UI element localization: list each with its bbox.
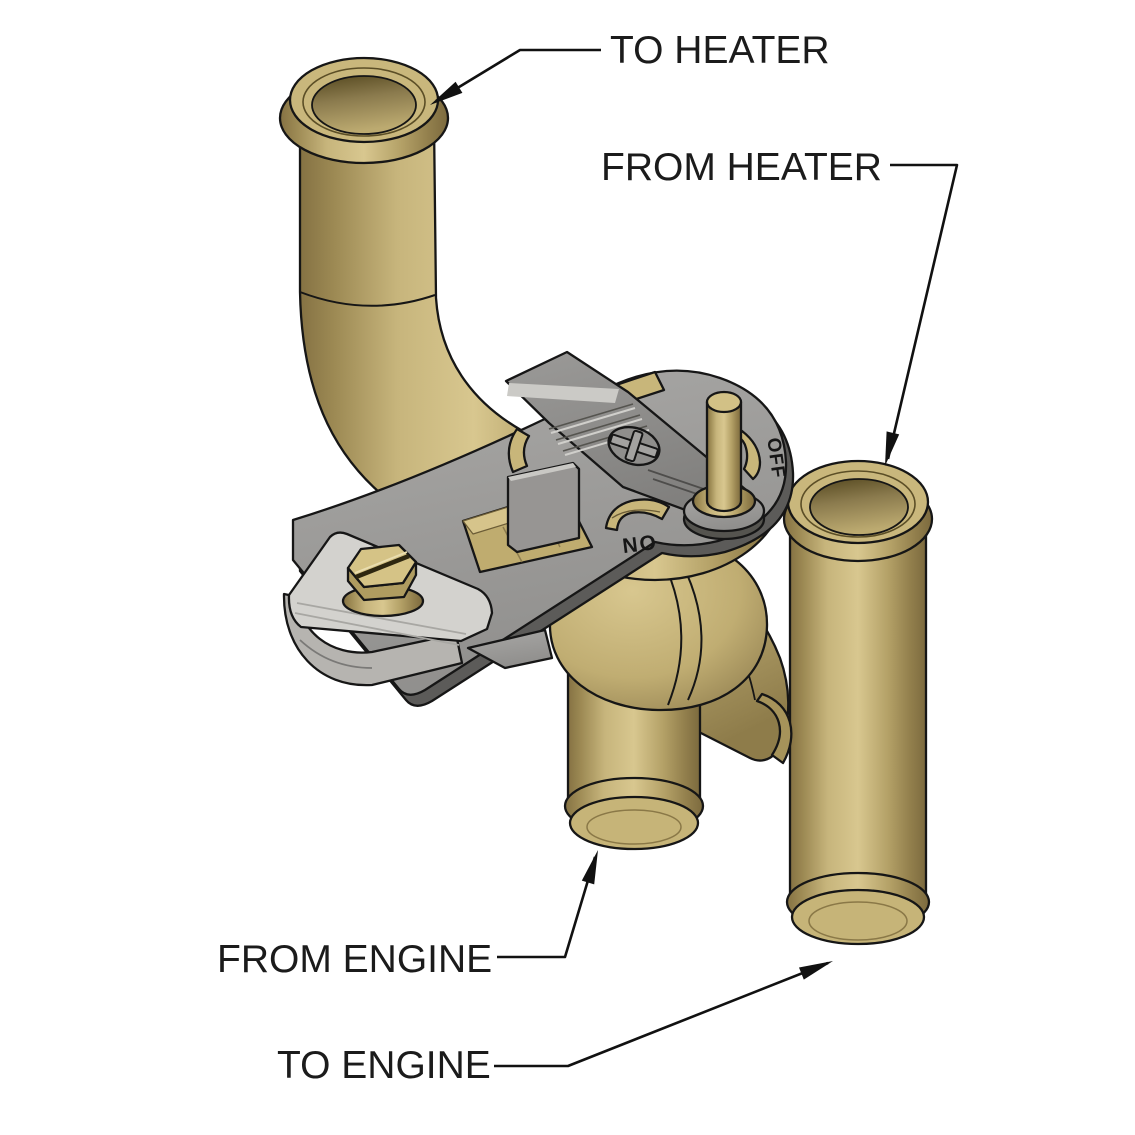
leader-to-heater: [435, 48, 601, 103]
no-marking: NO: [621, 531, 659, 558]
bypass-body: [788, 512, 928, 902]
lever-ribs: [548, 403, 650, 456]
from-engine-ring: [586, 809, 682, 845]
bolt-slot: [355, 553, 410, 580]
bypass-bottom-ring: [808, 901, 908, 941]
label-from-heater: FROM HEATER: [601, 146, 882, 189]
arrowhead-from-heater: [885, 431, 900, 466]
stop-pin-body: [705, 400, 743, 513]
slot-guide-off: [736, 429, 762, 481]
arrowhead-from-engine: [581, 850, 598, 885]
clamp-curl-line: [299, 639, 373, 669]
bypass-bottom-cap: [790, 888, 926, 946]
label-to-heater: TO HEATER: [610, 29, 830, 72]
leader-from-engine: [497, 856, 597, 959]
clamp-crease-2: [294, 612, 460, 646]
elbow-bore: [311, 75, 417, 135]
lever-screw: [607, 425, 661, 467]
bracket-tongue: [466, 628, 554, 670]
bypass-pipe: [782, 459, 934, 946]
arrowhead-to-heater: [430, 81, 463, 105]
lever-highlight: [507, 383, 619, 403]
branch-cut-flap: [755, 692, 793, 765]
arrowhead-to-engine: [799, 961, 833, 980]
slot-guide-no-line: [611, 509, 661, 519]
elbow-seam: [299, 291, 436, 307]
leader-arrowheads: [430, 81, 900, 980]
leader-to-engine: [494, 961, 829, 1068]
elbow-rim-ring: [302, 67, 426, 137]
slot-guide-no: [604, 498, 671, 532]
bypass-bore: [809, 478, 909, 536]
from-engine-cap: [568, 795, 700, 851]
slot-guide-left: [507, 427, 531, 474]
bypass-rim-ring: [800, 470, 916, 538]
bolt-slot-highlight: [354, 551, 408, 574]
stop-pin-top: [705, 390, 743, 414]
label-to-engine: TO ENGINE: [277, 1044, 491, 1087]
clamp-crease-1: [296, 602, 467, 635]
label-from-engine: FROM ENGINE: [217, 938, 493, 981]
leader-from-heater: [886, 163, 959, 460]
valve-blade-top-edge: [508, 463, 576, 481]
leader-lines: [435, 48, 959, 1068]
cable-clamp: [282, 531, 494, 687]
